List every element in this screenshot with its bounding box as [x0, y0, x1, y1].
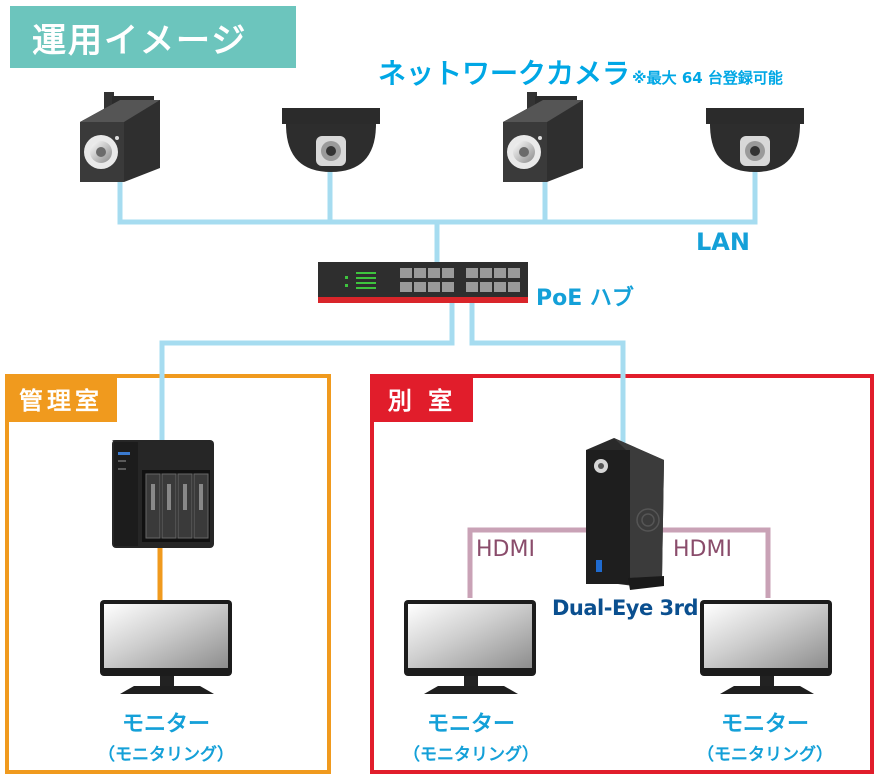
monitor-caption-admin: モニター （モニタリング）	[56, 706, 276, 765]
dome-camera-icon	[282, 108, 380, 172]
camera-count-note: ※最大 64 台登録可能	[632, 69, 783, 87]
poe-hub-label: PoE ハブ	[536, 286, 634, 311]
lan-lines	[117, 165, 758, 448]
monitor-icon	[700, 600, 832, 694]
lan-label: LAN	[696, 228, 750, 256]
poe-hub-icon	[318, 262, 528, 303]
recorder-label: Dual-Eye 3rd	[552, 596, 699, 620]
separate-room-label: 別 室	[371, 374, 473, 422]
monitor-label: モニター	[720, 712, 809, 737]
page-title: 運用イメージ	[32, 20, 248, 61]
monitor-label: モニター	[121, 712, 210, 737]
network-camera-title: ネットワークカメラ	[378, 57, 631, 90]
monitor-sublabel: （モニタリング）	[98, 745, 234, 765]
hdmi-label-left: HDMI	[476, 537, 535, 562]
monitor-sublabel: （モニタリング）	[697, 745, 833, 765]
monitor-caption-separate-right: モニター （モニタリング）	[655, 706, 875, 765]
monitor-sublabel: （モニタリング）	[403, 745, 539, 765]
box-camera-icon	[80, 92, 160, 182]
monitor-caption-separate-left: モニター （モニタリング）	[361, 706, 581, 765]
nas-device-icon	[112, 440, 214, 548]
hdmi-label-right: HDMI	[673, 537, 732, 562]
network-camera-heading: ネットワークカメラ※最大 64 台登録可能	[378, 52, 783, 92]
monitor-label: モニター	[426, 712, 515, 737]
page-title-banner: 運用イメージ	[10, 6, 296, 68]
monitor-icon	[100, 600, 232, 694]
box-camera-icon	[503, 92, 583, 182]
recorder-device-icon	[586, 438, 664, 590]
admin-room-label: 管理室	[5, 374, 117, 422]
monitor-icon	[404, 600, 536, 694]
dome-camera-icon	[706, 108, 804, 172]
admin-room-frame	[5, 374, 331, 774]
hdmi-lines	[467, 527, 771, 598]
